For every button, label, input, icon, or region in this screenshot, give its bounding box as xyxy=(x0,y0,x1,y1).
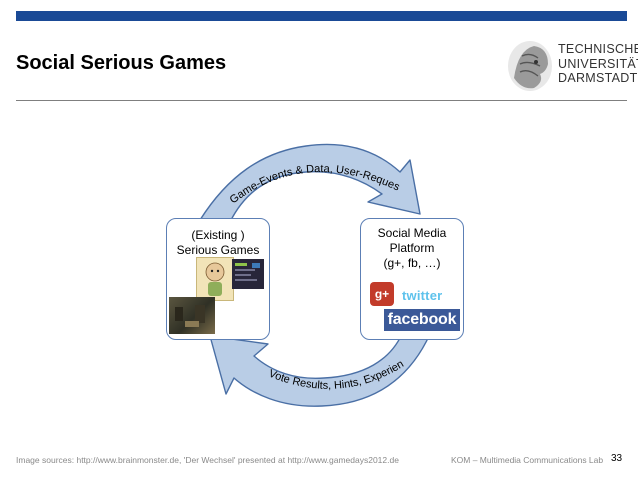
social-media-line-1: Social Media xyxy=(377,226,447,240)
social-media-line-3: (g+, fb, …) xyxy=(383,256,441,270)
cartoon-character-icon xyxy=(205,262,225,296)
logo-line-3: DARMSTADT xyxy=(558,71,638,85)
top-arc-arrow xyxy=(199,143,421,223)
top-arrow-label-path: Game-Events & Data, User-Requests xyxy=(0,0,402,206)
logo-line-1: TECHNISCHE xyxy=(558,42,638,56)
game-screenshot-cartoon xyxy=(196,257,234,301)
page-number: 33 xyxy=(611,453,623,464)
social-media-line-2: Platform xyxy=(389,241,435,255)
game-screenshot-menu xyxy=(232,259,264,289)
twitter-icon: twitter xyxy=(402,288,443,303)
logo-line-2: UNIVERSITÄT xyxy=(558,56,638,71)
3d-scene-icon xyxy=(175,305,205,327)
serious-games-line-2: Serious Games xyxy=(176,243,260,257)
menu-screen-icon xyxy=(235,263,260,281)
facebook-icon: facebook xyxy=(384,309,460,331)
top-arrow-label: Game-Events & Data, User-Requests xyxy=(0,0,402,206)
game-screenshot-3d xyxy=(169,297,215,334)
university-logo: TECHNISCHE UNIVERSITÄT DARMSTADT xyxy=(504,38,638,94)
logo-wordmark: TECHNISCHE UNIVERSITÄT DARMSTADT xyxy=(558,42,638,86)
slide-title: Social Serious Games xyxy=(16,52,227,74)
title-divider xyxy=(16,100,627,101)
google-plus-icon: g+ xyxy=(370,282,394,306)
serious-games-line-1: (Existing ) xyxy=(191,228,245,242)
top-accent-bar xyxy=(16,11,627,21)
seal-icon xyxy=(508,41,552,91)
lab-footer: KOM – Multimedia Communications Lab xyxy=(451,455,604,465)
image-sources-footer: Image sources: http://www.brainmonster.d… xyxy=(16,455,399,465)
bottom-arc-arrow xyxy=(209,333,431,407)
